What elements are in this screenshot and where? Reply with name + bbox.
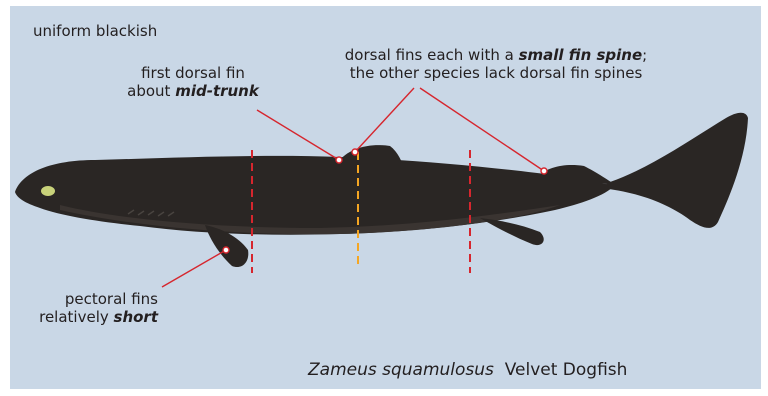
shark-body [15, 156, 615, 235]
leader-pectoral [162, 250, 226, 287]
pectoral-line2: relatively short [33, 308, 158, 326]
dorsal-spines-suffix: ; [642, 46, 647, 64]
pectoral-prefix: relatively [39, 308, 113, 326]
pectoral-emph: short [114, 308, 158, 326]
scientific-name: Zameus squamulosus [308, 360, 494, 380]
dorsal-spines-prefix: dorsal fins each with a [345, 46, 519, 64]
first-dorsal-line2: about mid-trunk [113, 82, 273, 100]
caudal-fin [600, 113, 748, 228]
first-dorsal-note: first dorsal fin about mid-trunk [113, 64, 273, 100]
leader-spine-1 [355, 88, 414, 152]
species-caption: Zameus squamulosus Velvet Dogfish [308, 360, 627, 380]
dorsal-spines-line2: the other species lack dorsal fin spines [306, 64, 686, 82]
marker-spine-2 [541, 168, 547, 174]
common-name: Velvet Dogfish [505, 360, 628, 380]
first-dorsal-line1: first dorsal fin [113, 64, 273, 82]
first-dorsal-emph: mid-trunk [175, 82, 259, 100]
leader-spine-2 [420, 88, 544, 171]
color-note: uniform blackish [33, 22, 157, 40]
first-dorsal-prefix: about [127, 82, 175, 100]
shark-eye [41, 186, 55, 196]
marker-pectoral [223, 247, 229, 253]
dorsal-spines-line1: dorsal fins each with a small fin spine; [306, 46, 686, 64]
marker-spine-1 [352, 149, 358, 155]
leader-first-dorsal [257, 110, 339, 160]
dorsal-spines-note: dorsal fins each with a small fin spine;… [306, 46, 686, 82]
pectoral-note: pectoral fins relatively short [33, 290, 158, 326]
marker-first-dorsal [336, 157, 342, 163]
pelvic-fin [480, 218, 544, 245]
pectoral-line1: pectoral fins [33, 290, 158, 308]
dorsal-spines-emph: small fin spine [519, 46, 643, 64]
